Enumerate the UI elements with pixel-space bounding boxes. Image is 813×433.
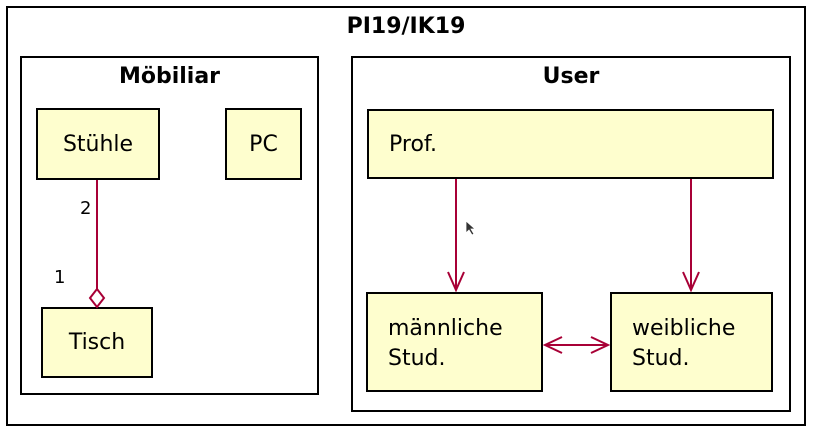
- outer-package-title: PI19/IK19: [346, 14, 466, 39]
- class-pc[interactable]: PC: [225, 108, 302, 180]
- package-user-title: User: [542, 64, 600, 89]
- class-weibliche-stud-label-line1: weibliche: [632, 316, 736, 341]
- arrowhead-icon: [682, 271, 700, 293]
- inheritance-prof-maennliche: [447, 179, 465, 293]
- package-moebiliar-title: Möbiliar: [118, 64, 221, 89]
- association-maennliche-weibliche: [542, 336, 611, 354]
- aggregation-stuehle-tisch: [88, 180, 106, 309]
- class-weibliche-stud-label-line2: Stud.: [632, 346, 690, 371]
- inheritance-prof-weibliche: [682, 179, 700, 293]
- class-tisch[interactable]: Tisch: [41, 307, 153, 378]
- arrowhead-left-icon: [542, 336, 563, 354]
- class-stuehle-label: Stühle: [62, 131, 134, 157]
- multiplicity-stuehle-end: 2: [80, 198, 92, 219]
- class-prof-label: Prof.: [389, 131, 438, 157]
- class-pc-label: PC: [249, 131, 278, 157]
- aggregation-diamond-icon: [88, 287, 106, 309]
- class-maennliche-stud[interactable]: männliche Stud.: [366, 292, 543, 392]
- arrowhead-icon: [447, 271, 465, 293]
- class-maennliche-stud-label-line1: männliche: [388, 316, 503, 341]
- multiplicity-tisch-end: 1: [54, 267, 66, 288]
- mouse-pointer-icon: [466, 221, 477, 236]
- class-maennliche-stud-label-line2: Stud.: [388, 346, 446, 371]
- class-prof[interactable]: Prof.: [367, 109, 774, 179]
- class-tisch-label: Tisch: [68, 330, 126, 355]
- class-weibliche-stud[interactable]: weibliche Stud.: [610, 292, 773, 392]
- package-moebiliar: Möbiliar: [20, 56, 319, 395]
- class-stuehle[interactable]: Stühle: [36, 108, 160, 180]
- arrowhead-right-icon: [590, 336, 611, 354]
